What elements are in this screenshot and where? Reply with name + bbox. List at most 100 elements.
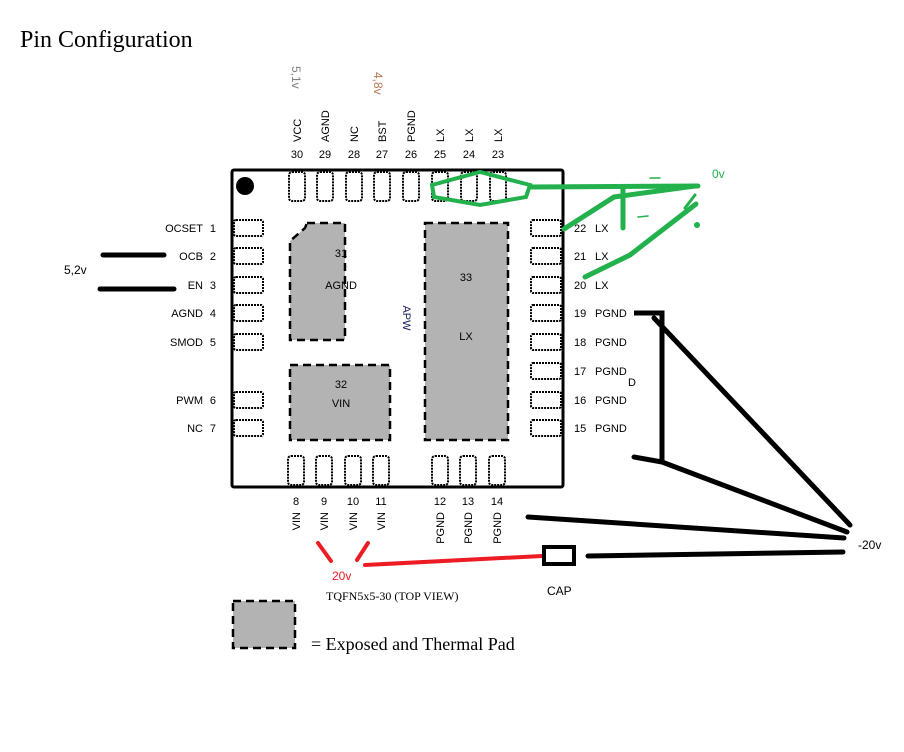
pin-17-pad xyxy=(530,362,562,380)
pin-8-name: VIN xyxy=(291,512,303,530)
capacitor-symbol xyxy=(542,545,576,566)
pin-29-pad xyxy=(316,171,334,202)
pin-11-number: 11 xyxy=(375,496,386,508)
lx-top-pins-loop xyxy=(429,169,533,208)
pin-2-pad xyxy=(233,247,264,265)
pin-11-pad xyxy=(372,455,390,486)
exposed-pad-32-name: VIN xyxy=(332,398,350,410)
pin-10-name: VIN xyxy=(348,512,360,530)
pgnd-voltage-note: -20v xyxy=(858,538,881,552)
pin-2-number: 2 xyxy=(210,251,216,263)
pin-4: 4 AGND xyxy=(171,304,264,322)
pin-4-name: AGND xyxy=(171,308,203,320)
en-ocb-voltage-note: 5,2v xyxy=(64,263,87,277)
chip-body xyxy=(230,168,565,489)
pin-14-pad xyxy=(488,455,506,486)
cap-ground-wire xyxy=(585,549,846,559)
lx-top-wire xyxy=(527,183,701,190)
pin-12-name: PGND xyxy=(435,512,447,544)
vin-voltage-note: 20v xyxy=(332,569,351,583)
pin-16-number: 16 xyxy=(574,395,586,407)
pin-18-number: 18 xyxy=(574,337,586,349)
pin-20-pad xyxy=(530,276,562,294)
pin-5: 5 SMOD xyxy=(170,333,264,351)
page-title: Pin Configuration xyxy=(20,27,193,53)
pin-18: 18 PGND xyxy=(530,333,627,351)
vin-9-wire xyxy=(316,541,333,563)
pin-7-name: NC xyxy=(187,423,203,435)
pin-6-pad xyxy=(233,391,264,409)
pin-24-pad xyxy=(460,171,478,202)
pgnd-wire-lower xyxy=(659,459,850,535)
lx-20-wire-b xyxy=(627,201,699,258)
pin-9-name: VIN xyxy=(319,512,331,530)
pin-19-number: 19 xyxy=(574,308,586,320)
vin-10-wire xyxy=(355,541,370,562)
pin-1-name: OCSET xyxy=(165,223,203,235)
pin-13-pad xyxy=(459,455,477,486)
pin-17-name: PGND xyxy=(595,366,627,378)
exposed-pad-33-shape xyxy=(423,221,510,442)
pin-3-name: EN xyxy=(188,280,203,292)
pin-26-name: PGND xyxy=(406,110,418,142)
pin-21-name: LX xyxy=(595,251,609,263)
exposed-pad-31-number: 31 xyxy=(335,248,347,260)
pin-3: 3EN xyxy=(188,276,264,294)
pgnd-bracket-foot xyxy=(631,454,665,465)
pin-19-name: PGND xyxy=(595,308,627,320)
pin-18-name: PGND xyxy=(595,337,627,349)
pin-1-pad xyxy=(233,219,264,237)
pin-4-number: 4 xyxy=(210,308,216,320)
pin-19: 19 PGND xyxy=(530,304,627,322)
lx-22-wire-a xyxy=(561,194,617,232)
pin-9-pad xyxy=(315,455,333,486)
pin-5-name: SMOD xyxy=(170,337,203,349)
pin-12-pad xyxy=(431,455,449,486)
pin-11-name: VIN xyxy=(376,512,388,530)
lx-voltage-note: 0v xyxy=(712,167,725,181)
lx-green-wiring xyxy=(429,169,701,280)
vin-red-wiring xyxy=(316,541,544,567)
pin-14-number: 14 xyxy=(491,496,503,508)
exposed-pad-32-number: 32 xyxy=(335,379,347,391)
pin-5-number: 5 xyxy=(210,337,216,349)
pgnd-bottom-wire xyxy=(525,514,847,541)
lx-wire-stroke xyxy=(683,193,697,210)
pin-22-name: LX xyxy=(595,223,609,235)
pin-21-number: 21 xyxy=(574,251,586,263)
pin-21: 21 LX xyxy=(530,247,609,265)
pin-2-name: OCB xyxy=(179,251,203,263)
lx-stray-dot xyxy=(694,222,700,228)
pin-30-name: VCC xyxy=(292,119,304,142)
pin-29-number: 29 xyxy=(319,149,331,161)
lx-stray-mark-2 xyxy=(637,215,649,218)
exposed-pad-32: 32 VIN xyxy=(288,363,392,442)
exposed-pad-33-name: LX xyxy=(459,331,473,343)
pin-7-pad xyxy=(233,419,264,437)
pin-6-number: 6 xyxy=(210,395,216,407)
pgnd-black-wiring xyxy=(525,310,853,559)
pgnd-wire-diagonal xyxy=(651,315,853,528)
pin-18-pad xyxy=(530,333,562,351)
pin-30-pad xyxy=(288,171,306,202)
pin-8-pad xyxy=(287,455,305,486)
lx-22-wire-b xyxy=(611,183,698,200)
exposed-pad-33-number: 33 xyxy=(460,272,472,284)
legend-exposed-pad-swatch xyxy=(231,599,297,650)
